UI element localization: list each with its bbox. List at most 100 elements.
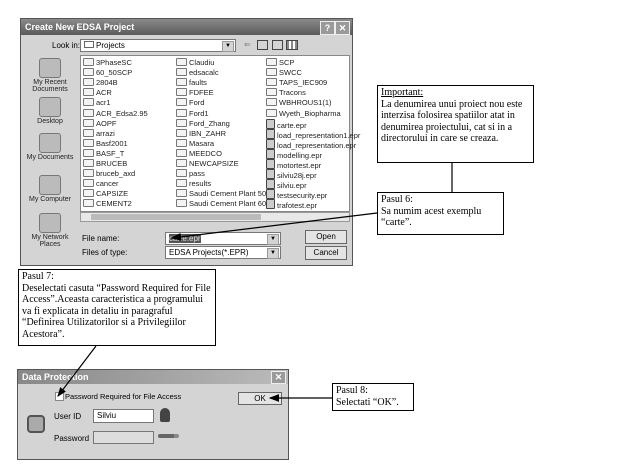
folder-item[interactable]: SCP — [266, 58, 294, 68]
folder-item[interactable]: AOPF — [83, 118, 116, 129]
folder-item[interactable]: Ford_Zhang — [176, 118, 230, 129]
password-input[interactable] — [93, 431, 154, 444]
folder-item[interactable]: results — [176, 179, 211, 189]
folder-item[interactable]: IBN_ZAHR — [176, 128, 226, 139]
back-icon[interactable]: ⇐ — [244, 40, 251, 49]
item-label: 60_50SCP — [96, 68, 133, 78]
folder-item[interactable]: CEMENT2 — [83, 199, 132, 209]
folder-item[interactable]: CAPSIZE — [83, 189, 128, 199]
item-label: SWCC — [279, 68, 302, 78]
folder-icon — [83, 189, 94, 198]
item-label: carte.epr — [277, 120, 307, 130]
folder-item[interactable]: NEWCAPSIZE — [176, 159, 239, 169]
view-menu-icon[interactable] — [286, 40, 298, 50]
folder-item[interactable]: WBHROUS1(1) — [266, 98, 332, 108]
place-my-recent-documents[interactable]: My Recent Documents — [22, 58, 78, 93]
place-my-computer[interactable]: My Computer — [22, 175, 78, 203]
chevron-down-icon[interactable]: ▼ — [222, 41, 234, 52]
file-item[interactable]: silviu28j.epr — [266, 169, 317, 180]
item-label: ACR — [96, 88, 112, 98]
folder-item[interactable]: edsacalc — [176, 68, 219, 78]
folder-icon — [266, 88, 277, 97]
file-item[interactable]: carte.epr — [266, 118, 307, 130]
password-required-label[interactable]: Password Required for File Access — [65, 392, 182, 401]
place-icon — [39, 97, 61, 117]
file-item[interactable]: silviu.epr — [266, 179, 307, 190]
folder-item[interactable]: Ford1 — [176, 108, 209, 119]
item-label: Saudi Cement Plant 60Hz — [189, 199, 276, 209]
item-label: load_representation1.epr — [277, 130, 361, 140]
chevron-down-icon[interactable]: ▼ — [267, 248, 279, 259]
item-label: Ford — [189, 98, 205, 108]
file-icon — [266, 179, 275, 190]
folder-item[interactable]: ACR — [83, 88, 112, 98]
file-item[interactable]: trafotest.epr — [266, 199, 317, 210]
file-name-value: carte.epr — [169, 234, 201, 243]
folder-item[interactable]: Ford — [176, 98, 204, 108]
folder-item[interactable]: pass — [176, 169, 205, 179]
folder-icon — [83, 148, 94, 157]
folder-item[interactable]: TAPS_IEC909 — [266, 78, 327, 88]
help-button[interactable]: ? — [320, 21, 335, 35]
folder-icon — [266, 108, 277, 117]
file-icon — [266, 148, 275, 159]
user-id-input[interactable]: Silviu — [93, 409, 154, 423]
folder-item[interactable]: faults — [176, 78, 207, 88]
new-folder-icon[interactable] — [272, 40, 283, 50]
item-label: Ford_Zhang — [189, 118, 230, 128]
item-label: CAPSIZE — [96, 189, 129, 199]
scrollbar-thumb[interactable] — [91, 214, 261, 220]
folder-item[interactable]: bruceb_axd — [83, 169, 135, 179]
folder-item[interactable]: Masara — [176, 138, 214, 149]
folder-item[interactable]: 2804B — [83, 78, 118, 88]
look-in-select[interactable]: Projects ▼ — [80, 39, 236, 52]
folder-item[interactable]: cancer — [83, 179, 119, 189]
folder-icon — [176, 199, 187, 208]
folder-item[interactable]: MEEDCO — [176, 148, 222, 159]
folder-item[interactable]: Wyeth_Biopharma — [266, 108, 341, 119]
item-label: TAPS_IEC909 — [279, 78, 328, 88]
folder-item[interactable]: BRUCEB — [83, 159, 127, 169]
folder-icon — [266, 58, 277, 66]
up-folder-icon[interactable] — [257, 40, 268, 50]
protection-close-button[interactable]: ✕ — [271, 371, 286, 384]
folder-item[interactable]: Basf2001 — [83, 138, 128, 149]
file-item[interactable]: load_representation.epr — [266, 138, 356, 150]
cancel-button[interactable]: Cancel — [305, 246, 347, 260]
folder-item[interactable]: Tracons — [266, 88, 306, 98]
dialog-title: Create New EDSA Project — [21, 19, 352, 35]
step8-text: Selectati “OK”. — [336, 396, 399, 408]
folder-item[interactable]: 3PhaseSC — [83, 58, 132, 68]
file-item[interactable]: motortest.epr — [266, 159, 321, 170]
place-desktop[interactable]: Desktop — [22, 97, 78, 125]
item-label: Saudi Cement Plant 50Hz — [189, 189, 276, 199]
folder-item[interactable]: FDFEE — [176, 88, 214, 98]
folder-item[interactable]: arrazi — [83, 128, 115, 139]
folder-item[interactable]: BASF_T — [83, 148, 124, 159]
file-item[interactable]: testsecurity.epr — [266, 189, 327, 200]
look-in-label: Look in: — [52, 41, 81, 50]
file-icon — [266, 128, 275, 139]
file-item[interactable]: load_representation1.epr — [266, 128, 361, 140]
file-type-select[interactable]: EDSA Projects(*.EPR) ▼ — [165, 246, 281, 259]
folder-item[interactable]: SWCC — [266, 68, 302, 78]
step8-title: Pasul 8: — [336, 385, 368, 396]
folder-item[interactable]: Saudi Cement Plant 50Hz — [176, 189, 275, 199]
place-my-documents[interactable]: My Documents — [22, 133, 78, 161]
item-label: NEWCAPSIZE — [189, 159, 239, 168]
chevron-down-icon[interactable]: ▼ — [267, 234, 279, 245]
folder-item[interactable]: 60_50SCP — [83, 68, 132, 78]
step7-text: Deselectati casuta “Password Required fo… — [22, 282, 211, 340]
place-my-network-places[interactable]: My Network Places — [22, 213, 78, 248]
folder-icon — [176, 118, 187, 127]
folder-item[interactable]: Saudi Cement Plant 60Hz — [176, 199, 275, 209]
folder-item[interactable]: acr1 — [83, 98, 111, 108]
folder-item[interactable]: ACR_Edsa2.95 — [83, 108, 148, 119]
folder-item[interactable]: Claudiu — [176, 58, 214, 68]
file-item[interactable]: modelling.epr — [266, 148, 322, 160]
close-button[interactable]: ✕ — [335, 21, 350, 35]
file-icon — [266, 199, 275, 210]
open-button[interactable]: Open — [305, 230, 347, 244]
place-icon — [39, 213, 61, 233]
